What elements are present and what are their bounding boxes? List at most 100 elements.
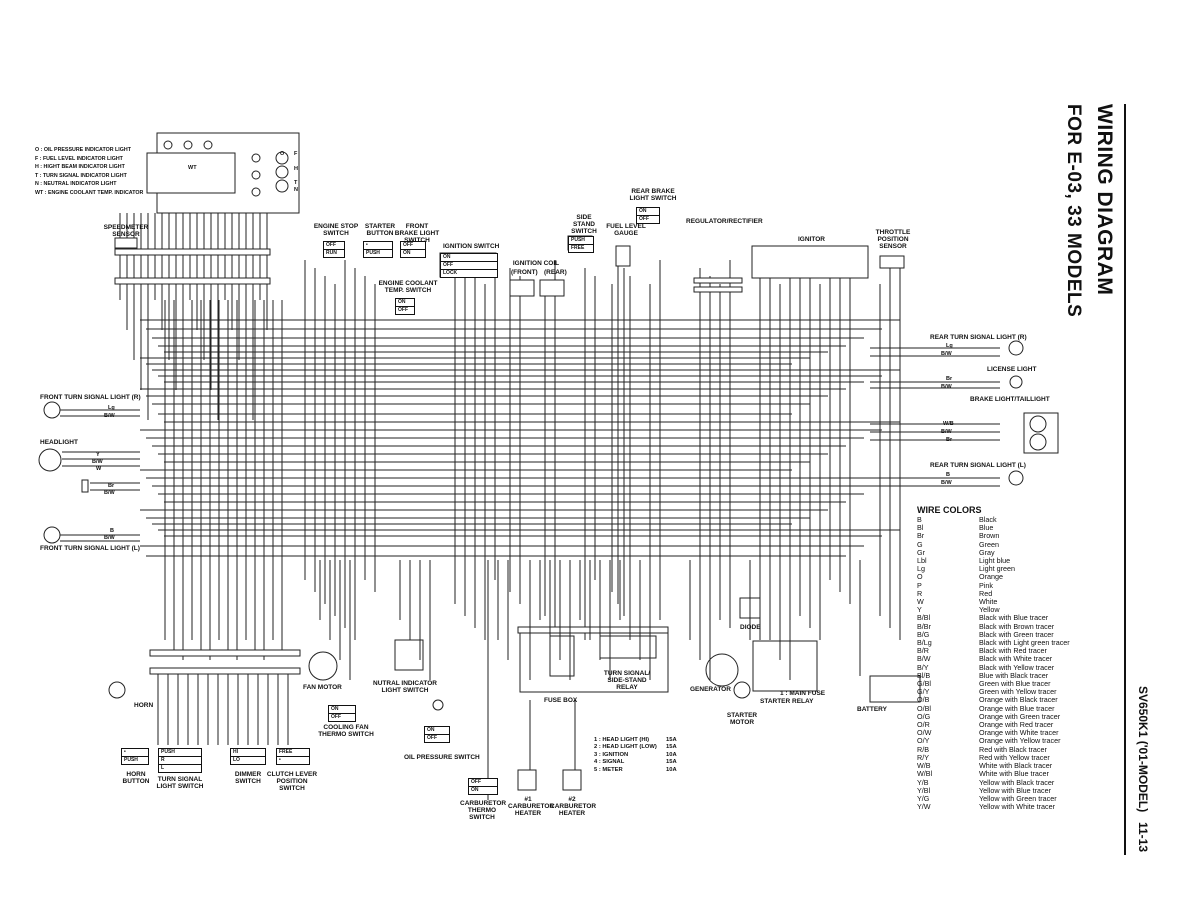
fuse-amps: 15A — [666, 759, 677, 766]
wire-label: Y — [96, 452, 100, 458]
headlight-bulb — [38, 448, 62, 472]
fuel-level-gauge-label: FUEL LEVEL GAUGE — [606, 223, 646, 237]
rear-turn-signal-left-bulb — [1008, 470, 1024, 486]
fuse-row: 2 : HEAD LIGHT (LOW)15A — [594, 744, 677, 751]
indicator-legend-item: WT : ENGINE COOLANT TEMP. INDICATOR — [35, 189, 144, 196]
f-symbol: F — [294, 151, 298, 157]
switch-state-on: • — [364, 242, 392, 250]
carburetor-heater-1-body — [517, 769, 537, 791]
wire-color-row: B/Lg Black with Light green tracer — [917, 638, 1070, 648]
wire-color-code: B/G — [917, 629, 930, 639]
wt-symbol: WT — [188, 165, 197, 171]
starter-relay-label: STARTER RELAY — [760, 698, 814, 705]
diagram-title: WIRING DIAGRAM — [1093, 104, 1116, 296]
turn-signal-relay-label: TURN SIGNAL/ SIDE-STAND RELAY — [603, 670, 651, 691]
fan-motor-circle — [308, 651, 338, 681]
wire-color-code: Y/W — [917, 802, 931, 812]
switch-state-off: OFF — [398, 307, 408, 313]
ignition-coil-front — [509, 279, 535, 297]
wire-color-name: Black with Brown tracer — [979, 621, 1055, 631]
speedometer-sensor-label: SPEEDMETER SENSOR — [103, 224, 149, 238]
indicator-legend-item: F : FUEL LEVEL INDICATOR LIGHT — [35, 155, 123, 162]
wire-color-code: Y/B — [917, 777, 929, 787]
wire-color-code: W/B — [917, 761, 931, 771]
wire-color-name: Pink — [979, 580, 993, 590]
rear-turn-signal-right-label: REAR TURN SIGNAL LIGHT (R) — [930, 334, 1027, 341]
license-light-bulb — [1009, 375, 1023, 389]
wire-color-name: Yellow with Green tracer — [979, 793, 1057, 803]
wire-label: Lg — [108, 405, 115, 411]
connector-block — [149, 649, 301, 657]
starter-motor-label: STARTER MOTOR — [726, 712, 758, 726]
connector-block — [693, 277, 743, 284]
switch-state-on: ON — [637, 208, 659, 216]
wire-color-row: B/Br Black with Brown tracer — [917, 621, 1070, 631]
regulator-rectifier-label: REGULATOR/RECTIFIER — [686, 218, 763, 225]
switch-state-on: ON — [425, 727, 449, 735]
ignition-switch-table: ON OFF LOCK — [440, 253, 498, 278]
switch-state-on: ON — [329, 706, 355, 714]
oil-pressure-switch-table: ON OFF — [424, 726, 450, 743]
dimmer-switch-label: DIMMER SWITCH — [234, 771, 262, 785]
position-light — [81, 479, 89, 493]
wire-color-code: B — [917, 515, 922, 524]
engine-stop-switch-label: ENGINE STOP SWITCH — [313, 223, 359, 237]
page-number: 11-13 — [1136, 822, 1150, 853]
switch-state-push: PUSH — [366, 250, 380, 256]
wire-color-name: Green with Yellow tracer — [979, 687, 1057, 697]
horn-label: HORN — [134, 702, 154, 709]
indicator-legend-item: T : TURN SIGNAL INDICATOR LIGHT — [35, 172, 127, 179]
wire-label: B — [110, 528, 114, 534]
wire-color-code: Y/G — [917, 793, 930, 803]
switch-state-free: FREE — [571, 245, 585, 251]
wire-label: B/W — [941, 480, 952, 486]
wire-color-name: Green with Blue tracer — [979, 679, 1051, 689]
starter-button-label: STARTER BUTTON — [364, 223, 396, 237]
engine-stop-switch-table: OFF RUN — [323, 241, 345, 258]
front-brake-switch-table: OFF ON — [400, 241, 426, 258]
wire-color-code: Y — [917, 605, 922, 615]
brake-tail-housing — [1023, 412, 1059, 454]
fuse-name: 4 : SIGNAL — [594, 759, 625, 766]
throttle-position-sensor-label: THROTTLE POSITION SENSOR — [875, 229, 911, 250]
wire-color-name: Orange with Red tracer — [979, 720, 1054, 730]
wire-label: B/W — [104, 490, 115, 496]
switch-state-r: R — [159, 757, 201, 765]
carburetor-thermo-switch-label: CARBURETOR THERMO SWITCH — [460, 800, 507, 821]
wire-color-name: Black with Light green tracer — [979, 638, 1070, 648]
wire-color-code: R — [917, 588, 923, 598]
wire-color-code: Br — [917, 531, 925, 541]
clutch-lever-switch-label: CLUTCH LEVER POSITION SWITCH — [266, 771, 318, 792]
gauge-lamp — [275, 165, 289, 179]
switch-state-lo: LO — [233, 757, 240, 763]
oil-pressure-sensor — [432, 699, 444, 711]
fuse-name: 3 : IGNITION — [594, 751, 629, 758]
switch-state-off: OFF — [469, 779, 497, 787]
switch-state-on: ON — [471, 787, 479, 793]
switch-state-free: FREE — [277, 749, 309, 757]
wire-colors-heading: WIRE COLORS — [917, 505, 982, 515]
wire-color-code: B/Br — [917, 621, 931, 631]
wire-color-code: B/Lg — [917, 638, 932, 648]
wire-color-code: O/R — [917, 720, 930, 730]
brake-tail-light-label: BRAKE LIGHT/TAILLIGHT — [970, 396, 1050, 403]
carburetor-heater-2-label: #2 CARBURETOR HEATER — [550, 796, 597, 817]
indicator-lamp — [183, 140, 193, 150]
wire-color-code: P — [917, 580, 922, 590]
switch-state-run: RUN — [326, 250, 337, 256]
diagram-subtitle: FOR E-03, 33 MODELS — [1063, 104, 1084, 318]
wire-color-code: G/Bl — [917, 679, 931, 689]
